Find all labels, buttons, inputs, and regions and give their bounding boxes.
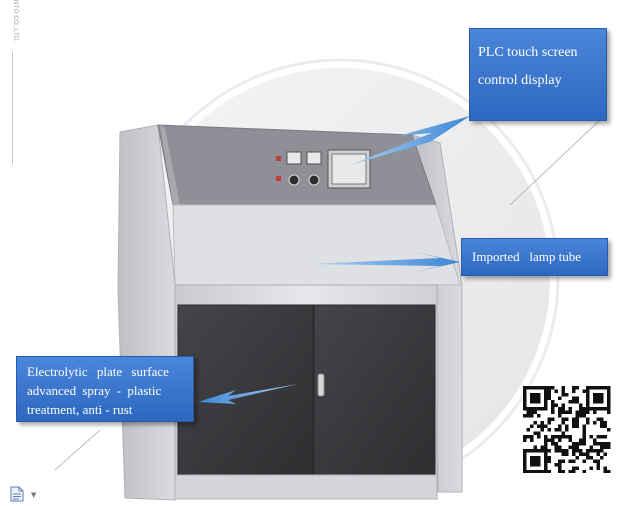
document-icon[interactable] — [10, 486, 24, 502]
plate-arrow — [198, 384, 298, 404]
door-handle — [317, 373, 325, 397]
plc-touch-screen-callout: PLC touch screen control display — [469, 28, 607, 121]
plc-callout-line-1: PLC touch screen — [478, 45, 578, 60]
plate-callout-line-2: advanced spray - plastic — [27, 383, 162, 398]
panel-knob-1 — [288, 174, 300, 186]
plate-callout-line-1: Electrolytic plate surface — [27, 364, 169, 379]
side-divider — [12, 52, 13, 164]
lamp-tube-callout: Imported lamp tube — [461, 238, 608, 276]
plc-arrow — [350, 116, 470, 165]
cabinet-door-left — [177, 304, 314, 476]
plc-screen — [331, 153, 367, 185]
machine-base — [174, 474, 438, 500]
panel-knob-2 — [308, 174, 320, 186]
cabinet-door-right — [313, 304, 436, 476]
panel-indicator-2 — [276, 176, 281, 181]
plc-callout-line-2: control display — [478, 73, 562, 88]
lamp-arrow — [312, 252, 460, 272]
panel-indicator-1 — [276, 156, 281, 161]
plate-surface-callout: Electrolytic plate surface advanced spra… — [16, 356, 194, 422]
decor-line-left — [54, 429, 101, 471]
panel-meter-1 — [286, 151, 302, 165]
panel-meter-2 — [306, 151, 322, 165]
qr-code-icon — [522, 385, 612, 473]
plate-callout-line-3: treatment, anti - rust — [27, 402, 133, 417]
lamp-callout-label: Imported lamp tube — [472, 249, 582, 264]
chevron-down-icon[interactable]: ▼ — [31, 491, 37, 499]
decor-line-right — [509, 119, 601, 206]
machine-lamp-section — [172, 204, 461, 286]
machine-control-panel — [157, 124, 437, 206]
company-side-text: NTO CO.,LTD. — [12, 0, 18, 43]
